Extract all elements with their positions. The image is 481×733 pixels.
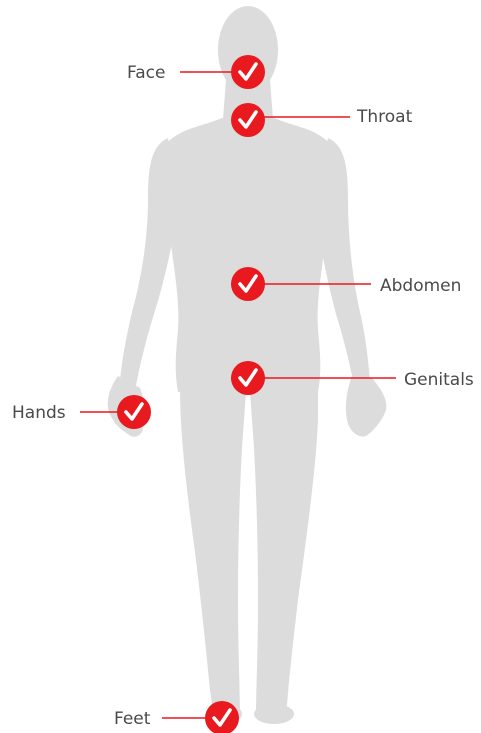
face-marker-disc (231, 55, 265, 89)
hands-marker[interactable] (117, 395, 151, 429)
feet-label: Feet (114, 709, 151, 729)
right-hand-shape (346, 376, 386, 437)
left-leg-shape (180, 388, 246, 718)
abdomen-label: Abdomen (380, 276, 461, 296)
face-marker[interactable] (231, 55, 265, 89)
genitals-marker[interactable] (231, 361, 265, 395)
right-foot-shape (254, 704, 294, 724)
genitals-label: Genitals (404, 370, 474, 390)
throat-marker[interactable] (231, 103, 265, 137)
throat-marker-disc (231, 103, 265, 137)
left-arm-shape (120, 138, 180, 386)
genitals-marker-disc (231, 361, 265, 395)
abdomen-marker[interactable] (231, 267, 265, 301)
face-label: Face (127, 63, 165, 83)
abdomen-marker-disc (231, 267, 265, 301)
torso-shape (163, 118, 334, 392)
right-leg-shape (250, 388, 318, 718)
throat-label: Throat (356, 107, 413, 127)
hands-marker-disc (117, 395, 151, 429)
hands-label: Hands (12, 403, 66, 423)
